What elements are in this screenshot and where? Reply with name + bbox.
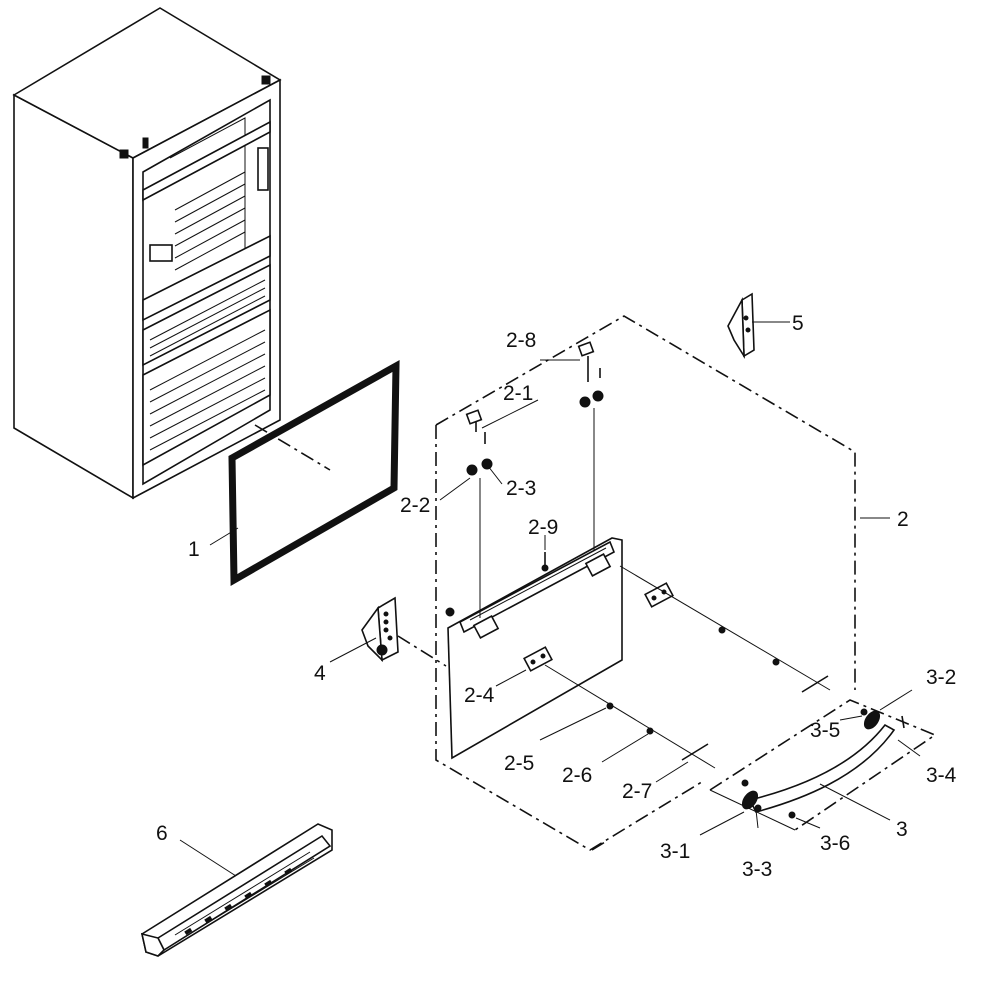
label-4: 4 [314, 662, 326, 685]
screw-2-9 [541, 552, 549, 572]
label-3-1: 3-1 [660, 840, 690, 863]
label-2-4: 2-4 [464, 684, 495, 707]
label-2-3: 2-3 [506, 477, 536, 500]
door-gasket [228, 359, 400, 586]
hinge-bracket-5 [727, 292, 755, 359]
label-2-2: 2-2 [400, 494, 430, 517]
screw-left-panel [445, 607, 455, 617]
hinge-screws-right [577, 341, 604, 408]
label-3-2: 3-2 [926, 666, 956, 689]
door-bin-6 [140, 823, 333, 957]
drawer-door-panel [447, 537, 674, 760]
label-2-1: 2-1 [503, 382, 533, 405]
label-2-7: 2-7 [622, 780, 652, 803]
label-3-5: 3-5 [810, 719, 840, 742]
drawer-assembly-outline [435, 315, 856, 851]
leader-lines [179, 321, 921, 877]
callout-labels: 1 2 2-1 2-2 2-3 2-4 2-5 2-6 2-7 2-8 2-9 … [156, 312, 957, 881]
label-2-6: 2-6 [562, 764, 592, 787]
label-5: 5 [792, 312, 804, 335]
label-2: 2 [897, 508, 909, 531]
rail-axes [479, 408, 831, 769]
hinge-bracket-4 [361, 596, 447, 667]
label-2-5: 2-5 [504, 752, 534, 775]
label-1: 1 [188, 538, 200, 561]
hinge-screws-left [465, 409, 493, 476]
handle-assembly [709, 699, 937, 831]
label-2-9: 2-9 [528, 516, 558, 539]
label-3: 3 [896, 818, 908, 841]
label-3-4: 3-4 [926, 764, 957, 787]
label-6: 6 [156, 822, 168, 845]
label-3-6: 3-6 [820, 832, 850, 855]
refrigerator-cabinet [12, 7, 282, 500]
label-3-3: 3-3 [742, 858, 772, 881]
label-2-8: 2-8 [506, 329, 536, 352]
